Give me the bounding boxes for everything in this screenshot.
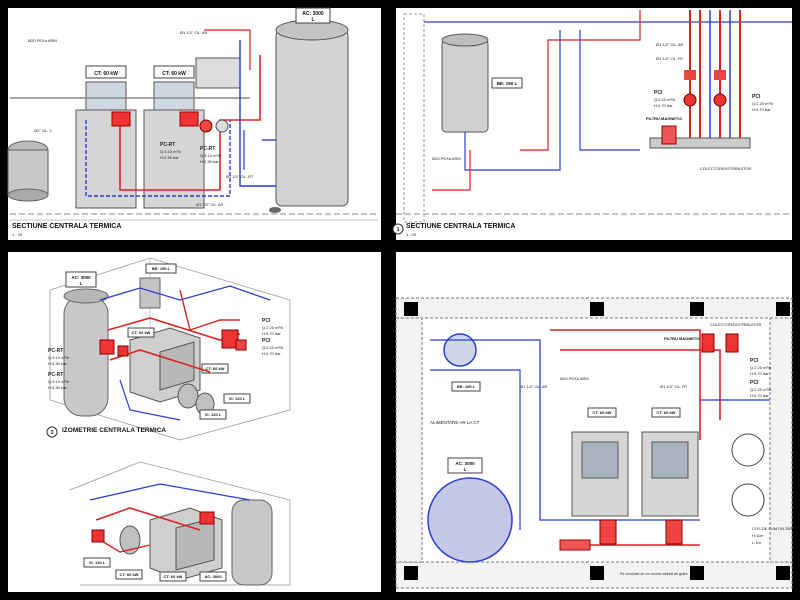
iso-num: 3 xyxy=(51,430,54,436)
pump-q2-left: Q:2.20 m³/h xyxy=(654,97,675,102)
iso-ac-label: AC: 3000 xyxy=(71,275,91,280)
collector-label: COLECTOR/DISTRIBUITOR xyxy=(700,166,752,171)
section-left: CT: 60 kW CT: 60 kW AC: 3000 L Ø20 PEXa … xyxy=(7,7,378,237)
pump-h1-2: H:0.35 bar xyxy=(160,155,179,160)
plan-flue-label: COS DE FUM DN 250/AR xyxy=(752,526,799,531)
section-right: BE: 150 L FILTRU MAGNETIC PCI Q:2.20 m³/… xyxy=(392,10,792,237)
sheet-title-top-right: SECTIUNE CENTRALA TERMICA xyxy=(406,223,515,230)
iso-title: IZOMETRIE CENTRALA TERMICA xyxy=(62,427,166,434)
iso-pump-pcrt-b: PC-RT xyxy=(48,372,63,378)
iso-pump-pci: PCI xyxy=(262,318,271,324)
plan-ac-tank xyxy=(427,477,513,563)
ct-label-1: CT: 60 kW xyxy=(94,71,118,77)
pump-h1: H:0.35 bar xyxy=(200,159,219,164)
iso-pump-h1-b: H:0.35 bar xyxy=(48,385,67,390)
plan-supply-line: ALIMENTARE AR LA CT xyxy=(430,420,480,425)
note-pipe-bottom: Ø1 1/2" OL. AR xyxy=(196,202,224,207)
plan-flue-l: L:1m xyxy=(752,540,762,545)
plan-ac-label: AC: 3000 xyxy=(455,461,475,466)
isometric-view: AC: 3000 L BE: 150 L CT: 60 kW CT: 60 kW… xyxy=(46,257,291,586)
iso-pump-h2-b: H:0.70 bar xyxy=(262,351,281,356)
note-ac-r: Ø1 1/2" OL. RT xyxy=(656,56,684,61)
ac-tank-unit: L xyxy=(311,17,314,23)
sheet-scale-top-left: 1 : 25 xyxy=(12,232,23,237)
iso-ac-unit: L xyxy=(80,281,83,286)
iso-pump-h2: H:0.70 bar xyxy=(262,331,281,336)
be-tank-label: BE: 150 L xyxy=(497,81,518,86)
iso-vi-label-2: VI: 120 L xyxy=(229,396,246,401)
iso-vi-label-1: VI: 120 L xyxy=(205,412,222,417)
pump-label-pcrt: PC-RT xyxy=(200,146,215,152)
iso-pump-h1: H:0.35 bar xyxy=(48,361,67,366)
plan-ct-label-2: CT: 60 kW xyxy=(657,410,676,415)
sheet-scale-top-right: 1 : 25 xyxy=(406,232,417,237)
note-pipe-top: Ø1 1/2" OL. AR xyxy=(180,30,208,35)
plan-flue-h: H:11m xyxy=(752,533,764,538)
iso-ct-label-2: CT: 60 kW xyxy=(206,366,225,371)
pump-h2-left: H:0.70 bar xyxy=(654,103,673,108)
plan-pump-q2-b: Q:2.20 m³/h xyxy=(750,387,771,392)
pump-label-pci-left: PCI xyxy=(654,90,663,96)
plan-pump-q2: Q:2.20 m³/h xyxy=(750,365,771,370)
plan-ac-unit: L xyxy=(464,467,467,472)
plan-note: Pe conducte se vor monta robineti de gol… xyxy=(620,572,688,576)
ct-label-box-1 xyxy=(85,65,127,79)
plan-pump-pci-b: PCI xyxy=(750,380,759,386)
iso2-ct-label-2: CT: 60 kW xyxy=(164,574,183,579)
iso2-ac-label: AC: 3000 xyxy=(204,574,222,579)
plan-pump-h2: H:0.70 bar xyxy=(750,371,769,376)
note-pipe-ppr: Ø20 PEXa ARM xyxy=(28,38,57,43)
plan-pump-pci: PCI xyxy=(750,358,759,364)
pump-h2-right: H:0.70 bar xyxy=(752,107,771,112)
plan-pipe-l: Ø1 1/2" OL. AR xyxy=(520,384,548,389)
plan-view: BE: 150 L AC: 3000 L CT: 60 kW CT: 60 kW… xyxy=(395,297,799,589)
pump-q1: Q:3.10 m³/h xyxy=(200,153,221,158)
plan-ct-label-1: CT: 60 kW xyxy=(593,410,612,415)
iso-ct-label-1: CT: 60 kW xyxy=(132,330,151,335)
ct-label-box-2 xyxy=(153,65,195,79)
iso-pump-pci-b: PCI xyxy=(262,338,271,344)
iso-pump-q2-b: Q:2.20 m³/h xyxy=(262,345,283,350)
plan-pump-h2-b: H:0.70 bar xyxy=(750,393,769,398)
iso-pump-q1: Q:3.10 m³/h xyxy=(48,355,69,360)
note-ppr-right: Ø20 PEXa ARM xyxy=(432,156,461,161)
note-pipe-small: Ø2" OL. 2 xyxy=(34,128,52,133)
ac-tank-label: AC: 3000 xyxy=(302,11,324,17)
plan-collector-label: COLECTOR/DISTRIBUITOR xyxy=(710,322,762,327)
filter-label: FILTRU MAGNETIC xyxy=(646,116,682,121)
iso-pump-pcrt: PC-RT xyxy=(48,348,63,354)
boiler-be xyxy=(441,39,489,133)
buffer-tank-ac xyxy=(275,29,349,207)
note-pipe-right: Ø1 1/2" OL. RT xyxy=(226,174,254,179)
note-ac-l: Ø1 1/2" OL. AR xyxy=(656,42,684,47)
sheet-title-top-left: SECTIUNE CENTRALA TERMICA xyxy=(12,223,121,230)
ct-label-2: CT: 60 kW xyxy=(162,71,186,77)
iso-pump-q1-b: Q:3.10 m³/h xyxy=(48,379,69,384)
plan-pipe-r: Ø1 1/2" OL. RT xyxy=(660,384,688,389)
pump-label-pcrt-2: PC-RT xyxy=(160,142,175,148)
pump-label-pci-right: PCI xyxy=(752,94,761,100)
iso-be-label: BE: 150 L xyxy=(152,266,171,271)
pump-q2-right: Q:2.20 m³/h xyxy=(752,101,773,106)
iso-pump-q2: Q:2.20 m³/h xyxy=(262,325,283,330)
sheet-num-top-right: 1 xyxy=(397,227,400,233)
pump-q1-2: Q:3.10 m³/h xyxy=(160,149,181,154)
plan-be-label: BE: 150 L xyxy=(457,384,476,389)
iso2-vi-label: VI: 120 L xyxy=(89,560,106,565)
iso2-ct-label-1: CT: 60 kW xyxy=(120,572,139,577)
plan-filter-label: FILTRU MAGNETIC xyxy=(664,336,700,341)
plan-ppr-note: Ø20 PEXa ARM xyxy=(560,376,589,381)
